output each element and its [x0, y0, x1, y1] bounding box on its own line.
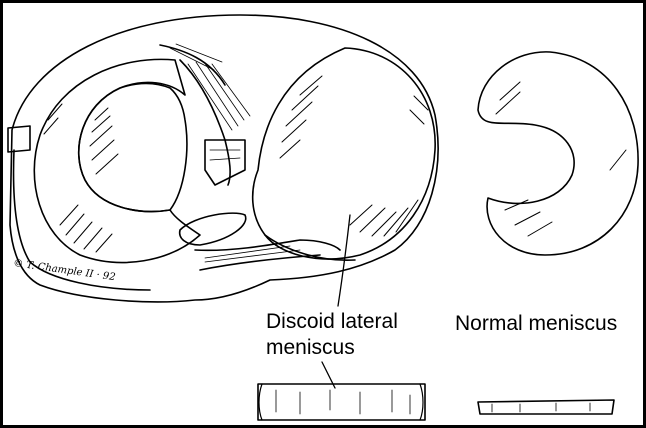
discoid-pointer-line	[337, 214, 351, 307]
posterior-band	[194, 239, 341, 252]
tibial-plateau-outline	[9, 14, 439, 303]
discoid-label-line2: meniscus	[266, 336, 355, 359]
ligament-stump	[178, 212, 247, 246]
normal-meniscus-shape	[477, 51, 639, 256]
discoid-label-line1: Discoid lateral	[266, 310, 398, 333]
cross-section-pointer	[321, 361, 336, 389]
discoid-cross-section	[257, 383, 426, 421]
normal-cross-section	[477, 399, 615, 415]
plateau-rim	[12, 149, 151, 291]
discoid-lateral-meniscus	[251, 47, 436, 260]
medial-plateau-surface	[77, 82, 188, 213]
normal-meniscus-label: Normal meniscus	[455, 312, 618, 335]
